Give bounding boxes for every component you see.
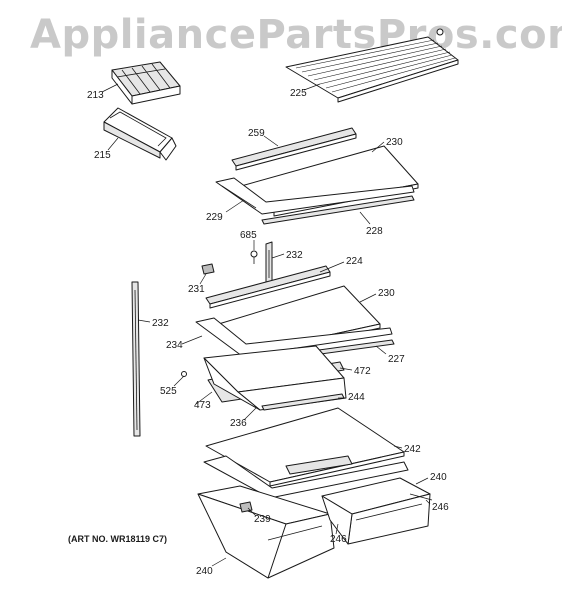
callout-236: 236 [230,418,247,429]
clip-231-part [201,263,215,275]
callout-224: 224 [346,256,363,267]
leader-lines [101,83,431,567]
screw-685-part [250,250,258,264]
callout-525: 525 [160,386,177,397]
callout-215: 215 [94,150,111,161]
callout-213: 213 [87,90,104,101]
callout-685: 685 [240,230,257,241]
callout-232-rail: 232 [152,318,169,329]
screw-525-part [181,371,187,377]
callout-240-right: 240 [430,472,447,483]
callout-228: 228 [366,226,383,237]
shelf-frame-229-part [215,177,415,215]
ice-bin-part [103,107,177,161]
callout-240-left: 240 [196,566,213,577]
freezer-wire-shelf-part [285,28,459,103]
shelf-rail-228-part [261,195,415,225]
crisper-cover-242-part [205,407,405,487]
callout-229: 229 [206,212,223,223]
callout-239: 239 [254,514,271,525]
callout-231: 231 [188,284,205,295]
callout-242: 242 [404,444,421,455]
clip-239-part [239,501,253,513]
vertical-rail-232-part [131,281,141,437]
callout-259: 259 [248,128,265,139]
callout-472: 472 [354,366,371,377]
callout-225: 225 [290,88,307,99]
handle-246-part [409,493,433,501]
callout-234: 234 [166,340,183,351]
callout-244: 244 [348,392,365,403]
ice-tray-part [111,61,181,105]
art-number: (ART NO. WR18119 C7) [68,534,168,544]
deli-drawer-236-part [203,345,347,411]
shelf-trim-259-part [231,127,357,171]
callout-232-bracket: 232 [286,250,303,261]
shelf-trim-224-part [205,265,331,309]
crisper-drawer-right-part [321,477,431,545]
callout-230-middle: 230 [378,288,395,299]
callout-473: 473 [194,400,211,411]
crisper-drawer-left-part [197,485,335,579]
callout-246-right: 246 [432,502,449,513]
callout-227: 227 [388,354,405,365]
watermark-text: AppliancePartsPros.com [30,12,562,58]
callout-labels: 213 215 225 259 230 229 228 685 232 224 … [87,88,449,577]
callout-230-upper: 230 [386,137,403,148]
callout-246-center: 246 [330,534,347,545]
bracket-232-part [265,241,273,285]
